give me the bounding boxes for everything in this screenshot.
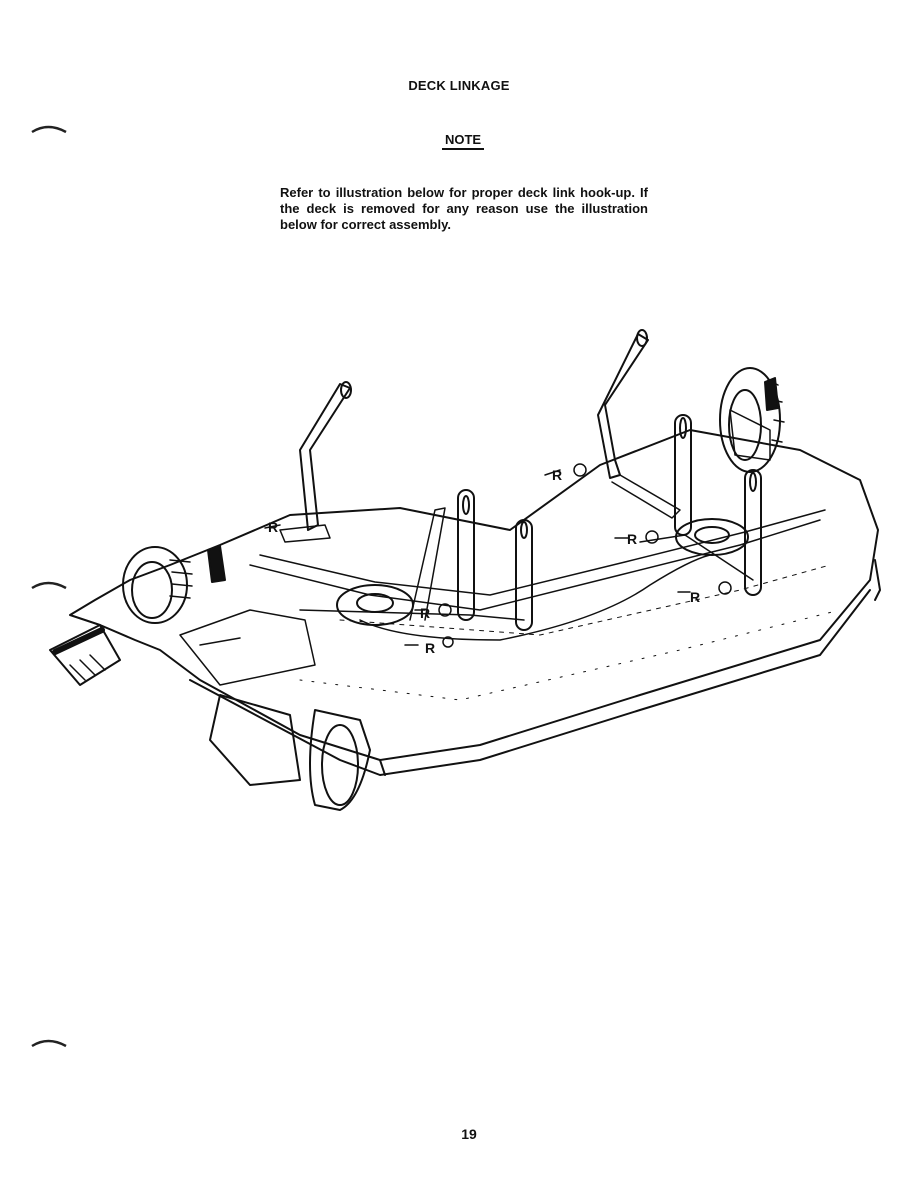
- svg-text:R: R: [420, 605, 430, 621]
- right-gauge-wheel: [719, 367, 785, 473]
- note-text: Refer to illustration below for proper d…: [280, 185, 648, 232]
- left-gauge-wheel: [122, 545, 226, 624]
- deck-body: [69, 429, 879, 761]
- svg-text:R: R: [690, 589, 700, 605]
- page-title: DECK LINKAGE: [408, 78, 510, 93]
- note-heading-label: NOTE: [441, 132, 485, 150]
- scan-artifact-mark: [31, 1039, 67, 1048]
- left-lift-arm: [299, 383, 351, 531]
- drive-belt: [359, 554, 711, 641]
- note-paragraph: Refer to illustration below for proper d…: [280, 185, 648, 233]
- front-anti-scalp-roller: [209, 694, 371, 811]
- r-clip-callout: R: [614, 530, 659, 547]
- scan-artifact-mark: [31, 581, 67, 590]
- right-lift-arm: [597, 333, 649, 479]
- r-clip-callout: R: [404, 636, 454, 656]
- rear-cross-rod: [639, 534, 754, 581]
- left-spindle-cover: [336, 584, 414, 626]
- svg-text:R: R: [552, 467, 562, 483]
- r-clip-callout: R: [544, 463, 587, 483]
- svg-text:R: R: [425, 640, 435, 656]
- front-cross-rod: [299, 609, 525, 621]
- deck-top-ridge: [249, 519, 821, 611]
- svg-text:R: R: [627, 531, 637, 547]
- scan-artifact-mark: [31, 125, 67, 134]
- front-link-right: [515, 519, 533, 631]
- page-number: 19: [461, 1126, 477, 1142]
- rear-link-right: [744, 469, 762, 596]
- front-link-left: [457, 489, 475, 621]
- deck-linkage-illustration: R R R R R R: [49, 329, 881, 811]
- r-clip-callout: R: [264, 519, 281, 535]
- r-clip-callout: R: [414, 603, 452, 621]
- discharge-chute: [49, 624, 121, 686]
- svg-text:R: R: [268, 519, 278, 535]
- note-heading: NOTE: [0, 132, 918, 150]
- deck-bracket-plate: [179, 609, 316, 686]
- r-clip-callout: R: [677, 581, 732, 605]
- deck-skirt: [189, 589, 871, 776]
